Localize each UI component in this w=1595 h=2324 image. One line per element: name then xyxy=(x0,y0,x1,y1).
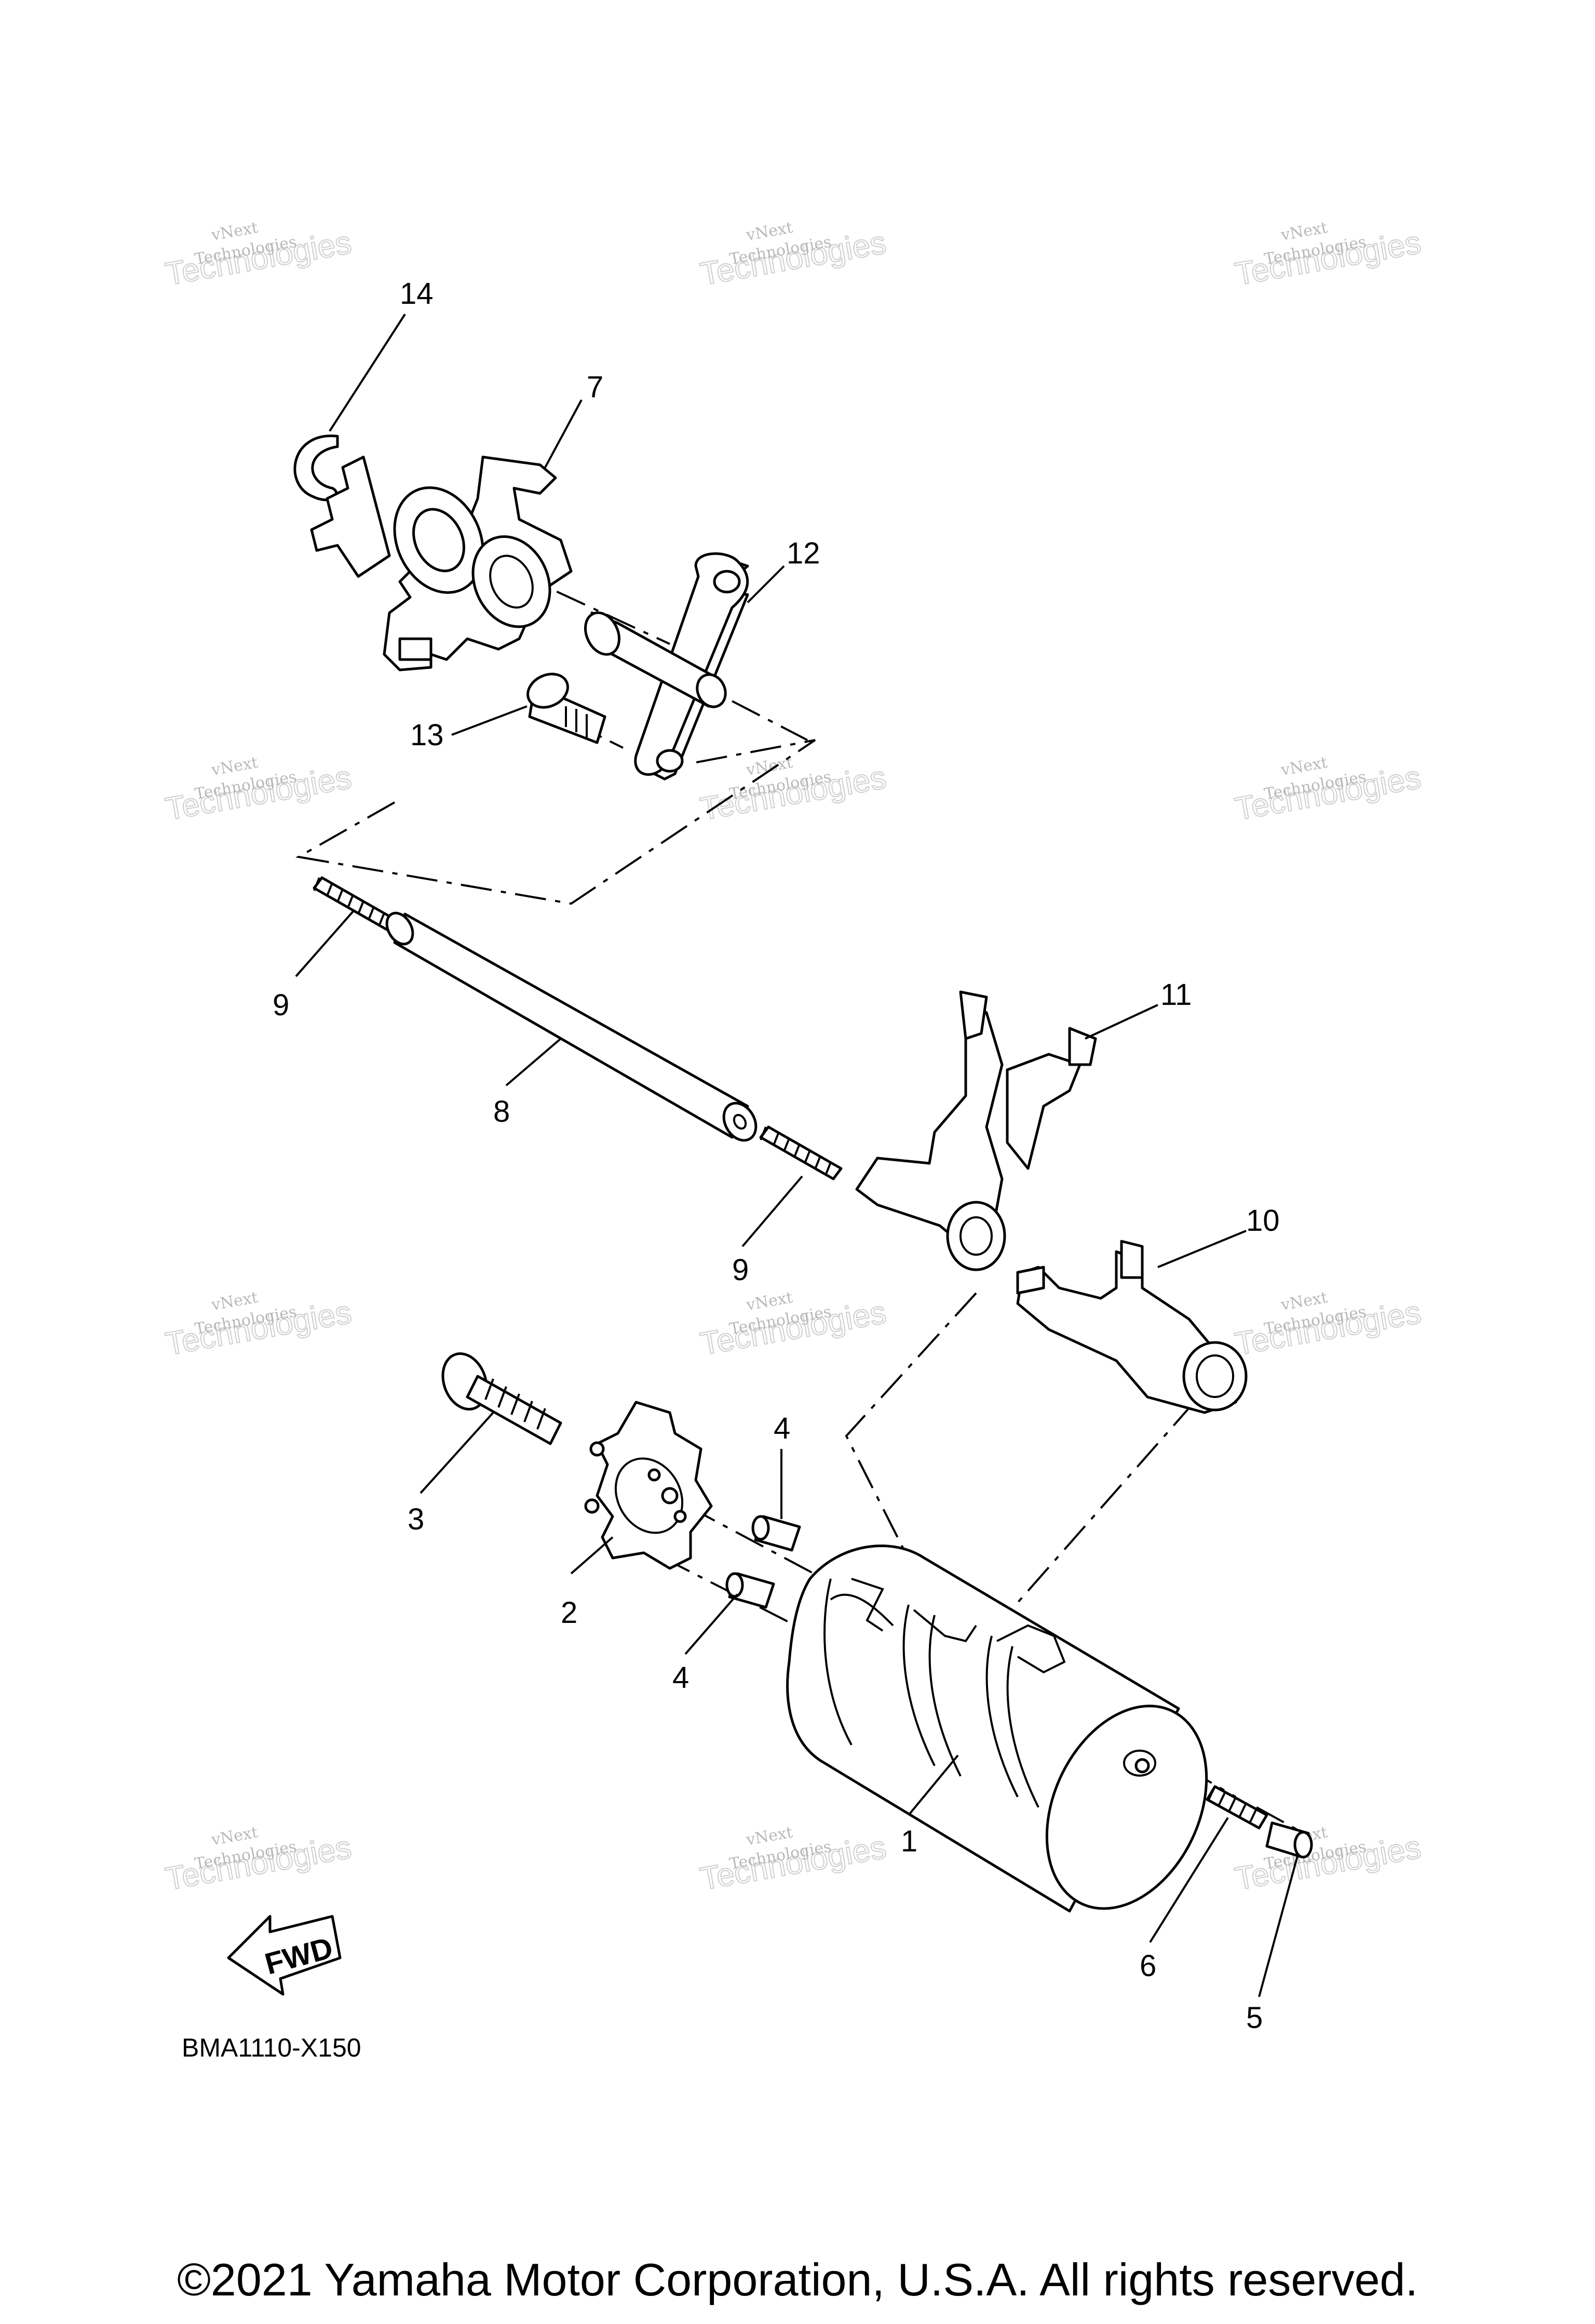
part-spring-lower xyxy=(759,1125,843,1180)
part-shaft-rod xyxy=(385,911,758,1142)
part-bolt-13 xyxy=(526,673,606,744)
leader-lines xyxy=(295,313,1299,1997)
watermark: Technologies vNext Technologies xyxy=(697,219,889,293)
part-segment xyxy=(584,1401,713,1570)
fwd-arrow-icon: FWD xyxy=(227,1915,342,1996)
part-spring-6 xyxy=(1206,1785,1268,1830)
watermark: Technologies vNext Technologies xyxy=(163,754,355,828)
watermark: Technologies vNext Technologies xyxy=(697,754,889,828)
part-pin-lower xyxy=(725,1572,775,1609)
part-screw xyxy=(441,1352,562,1445)
callout-2: 2 xyxy=(561,1596,577,1630)
watermark: Technologies vNext Technologies xyxy=(1232,1288,1424,1363)
callout-3: 3 xyxy=(408,1502,424,1536)
callout-6: 6 xyxy=(1140,1949,1156,1983)
callouts: 14 7 12 13 9 8 9 11 10 3 4 2 4 1 6 5 xyxy=(273,277,1280,2035)
callout-10: 10 xyxy=(1246,1204,1280,1238)
part-shift-drum xyxy=(786,1544,1208,1913)
callout-5: 5 xyxy=(1246,2001,1263,2035)
callout-1: 1 xyxy=(901,1824,917,1858)
part-shift-fork-10 xyxy=(1016,1240,1248,1414)
part-detent-5 xyxy=(1265,1821,1313,1859)
part-pin-upper xyxy=(751,1515,801,1552)
part-shift-guide-gear xyxy=(310,455,573,671)
watermark: Technologies vNext Technologies xyxy=(697,1288,889,1363)
watermark: Technologies vNext Technologies xyxy=(163,1823,355,1898)
watermark: Technologies vNext Technologies xyxy=(163,1288,355,1363)
part-circlip xyxy=(293,434,339,501)
callout-11: 11 xyxy=(1160,978,1192,1012)
watermark: Technologies vNext Technologies xyxy=(1232,754,1424,828)
callout-9-lower: 9 xyxy=(732,1253,749,1287)
watermark: Technologies vNext Technologies xyxy=(163,219,355,293)
callout-14: 14 xyxy=(400,277,434,311)
watermark: Technologies vNext Technologies xyxy=(1232,219,1424,293)
callout-13: 13 xyxy=(410,718,444,752)
callout-12: 12 xyxy=(787,536,820,570)
callout-9-upper: 9 xyxy=(273,988,289,1022)
drawing-code: BMA1110-X150 xyxy=(182,2033,361,2062)
callout-7: 7 xyxy=(587,370,603,404)
part-shift-arm xyxy=(584,552,749,781)
callout-8: 8 xyxy=(493,1095,510,1129)
part-spring-upper xyxy=(313,876,396,931)
callout-4-lower: 4 xyxy=(672,1661,689,1695)
copyright-notice: ©2021 Yamaha Motor Corporation, U.S.A. A… xyxy=(177,2254,1418,2305)
watermark: Technologies vNext Technologies xyxy=(697,1823,889,1898)
callout-4-upper: 4 xyxy=(774,1412,790,1445)
part-shift-fork-11 xyxy=(855,990,1097,1271)
